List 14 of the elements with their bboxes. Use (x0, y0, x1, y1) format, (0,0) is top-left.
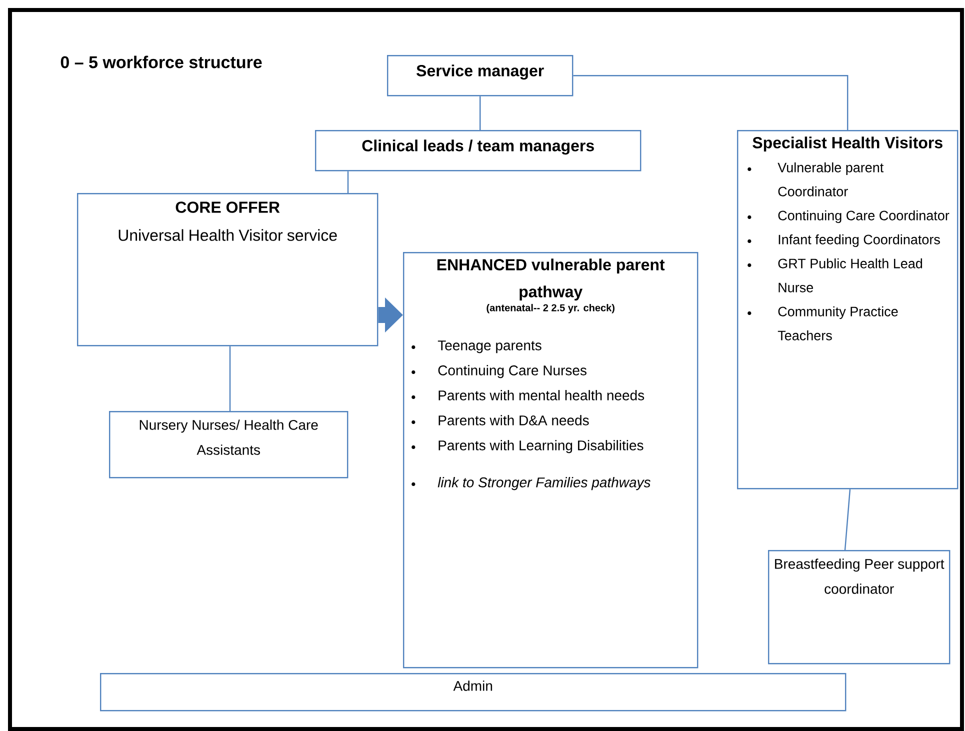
role-box: CORE OFFER Universal Health Visitor service (77, 193, 378, 346)
role-box: Clinical leads / team managers (315, 130, 642, 172)
role-box: Service manager (387, 55, 574, 96)
connector-line (480, 96, 481, 130)
connector-line (229, 346, 231, 411)
connector-line (844, 489, 851, 550)
role-box: Nursery Nurses/ Health Care Assistants (109, 411, 348, 478)
role-box: Specialist Health Visitors Vulnerable parent Coordinator Continuing Care Coordinator Infant feeding Coordinators GRT Public Health Lead Nurse Community Practice Teachers (737, 130, 958, 490)
role-box: Breastfeeding Peer support coordinator (768, 550, 950, 664)
role-box: Admin (100, 673, 846, 712)
connector-line (573, 75, 848, 130)
diagram-title: 0 – 5 workforce structure (60, 56, 262, 68)
role-box: ENHANCED vulnerable parent pathway (antenatal-- 2 2.5 yr. check) Teenage parents Continuing Care Nurses Parents with mental health needs Parents with D&A needs Parents with Learning Disabilities link to Stronger Families pathways (403, 252, 698, 668)
connector-line (347, 171, 349, 193)
